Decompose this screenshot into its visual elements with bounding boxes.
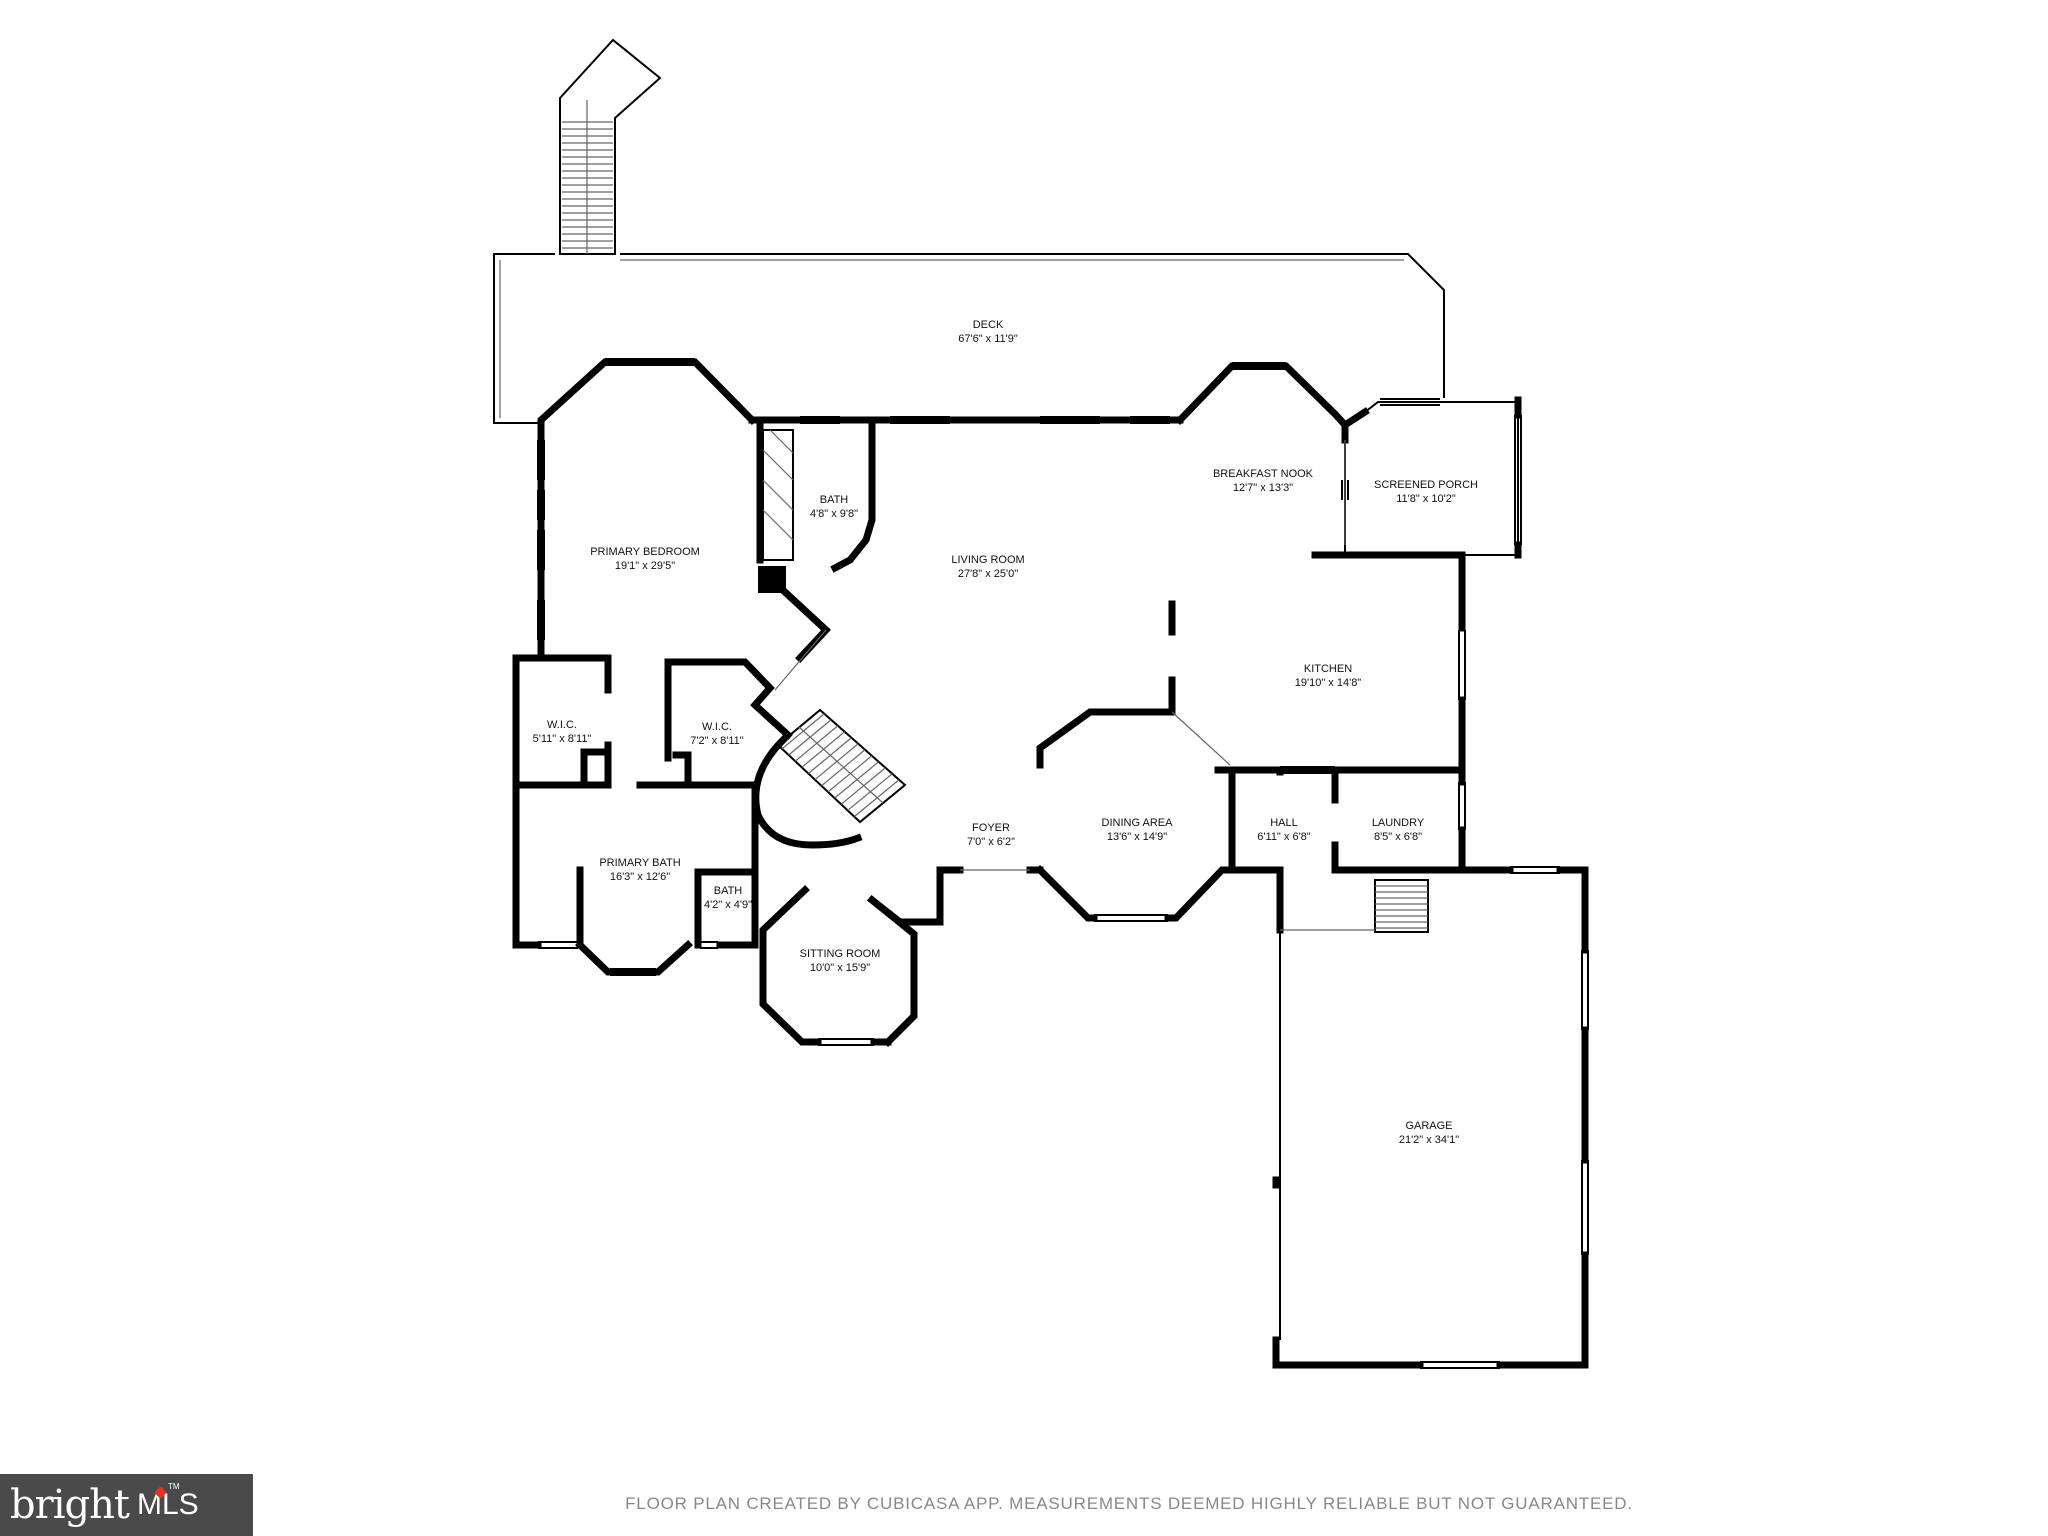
logo-tm-text: TM xyxy=(168,1482,180,1491)
primary-bedroom-name: PRIMARY BEDROOM xyxy=(590,546,700,558)
hall-dims: 6'11" x 6'8" xyxy=(1257,831,1310,843)
stair-tread xyxy=(834,761,880,799)
stair-tread xyxy=(853,779,900,818)
door-openings xyxy=(774,440,1375,931)
wic-1-name: W.I.C. xyxy=(547,719,577,731)
bath-upper-name: BATH xyxy=(820,494,849,506)
deck-dims: 67'6" x 11'9" xyxy=(958,333,1018,345)
sitting-room-dims: 10'0" x 15'9" xyxy=(810,962,870,974)
bath-upper-dims: 4'8" x 9'8" xyxy=(810,508,858,520)
laundry-name: LAUNDRY xyxy=(1372,817,1425,829)
breakfast-nook-dims: 12'7" x 13'3" xyxy=(1233,482,1293,494)
deck-name: DECK xyxy=(973,319,1004,331)
kitchen-dims: 19'10" x 14'8" xyxy=(1295,677,1362,689)
garage-dims: 21'2" x 34'1" xyxy=(1399,1134,1459,1146)
stair-tread xyxy=(840,767,886,805)
wic-1-dims: 5'11" x 8'11" xyxy=(533,733,592,745)
logo-mls-text: MLS xyxy=(136,1488,199,1521)
disclaimer-text: FLOOR PLAN CREATED BY CUBICASA APP. MEAS… xyxy=(625,1494,1633,1513)
room-labels: DECK 67'6" x 11'9" PRIMARY BEDROOM 19'1"… xyxy=(533,319,1478,1146)
fireplace xyxy=(762,429,794,561)
screened-porch-name: SCREENED PORCH xyxy=(1374,479,1478,491)
deck-stairs xyxy=(559,38,662,255)
wic-2-name: W.I.C. xyxy=(702,721,732,733)
wic-2-dims: 7'2" x 8'11" xyxy=(690,735,743,747)
logo-bright-text: bright xyxy=(10,1482,130,1528)
dining-area-dims: 13'6" x 14'9" xyxy=(1107,831,1167,843)
dining-area-name: DINING AREA xyxy=(1102,817,1174,829)
hall-name: HALL xyxy=(1270,817,1298,829)
deck xyxy=(493,253,1445,424)
bright-mls-logo: bright MLS TM xyxy=(0,1474,253,1536)
foyer-name: FOYER xyxy=(972,822,1010,834)
primary-bath-dims: 16'3" x 12'6" xyxy=(610,871,670,883)
windows xyxy=(537,358,1589,1369)
breakfast-nook-name: BREAKFAST NOOK xyxy=(1213,468,1314,480)
bath-small-name: BATH xyxy=(714,885,743,897)
living-room-name: LIVING ROOM xyxy=(951,554,1024,566)
garage-name: GARAGE xyxy=(1405,1120,1452,1132)
laundry-dims: 8'5" x 6'8" xyxy=(1374,831,1422,843)
primary-bedroom-dims: 19'1" x 29'5" xyxy=(615,560,675,572)
screened-porch-dims: 11'8" x 10'2" xyxy=(1396,493,1456,505)
foyer-dims: 7'0" x 6'2" xyxy=(967,836,1015,848)
living-room-dims: 27'8" x 25'0" xyxy=(958,568,1018,580)
interior-stairs xyxy=(776,708,1429,933)
kitchen-name: KITCHEN xyxy=(1304,663,1352,675)
exterior-walls xyxy=(512,358,1589,1369)
bath-small-dims: 4'2" x 4'9" xyxy=(704,899,752,911)
primary-bath-name: PRIMARY BATH xyxy=(599,857,680,869)
sitting-room-name: SITTING ROOM xyxy=(800,948,881,960)
stair-tread xyxy=(847,773,893,811)
stair-rail xyxy=(798,726,884,804)
